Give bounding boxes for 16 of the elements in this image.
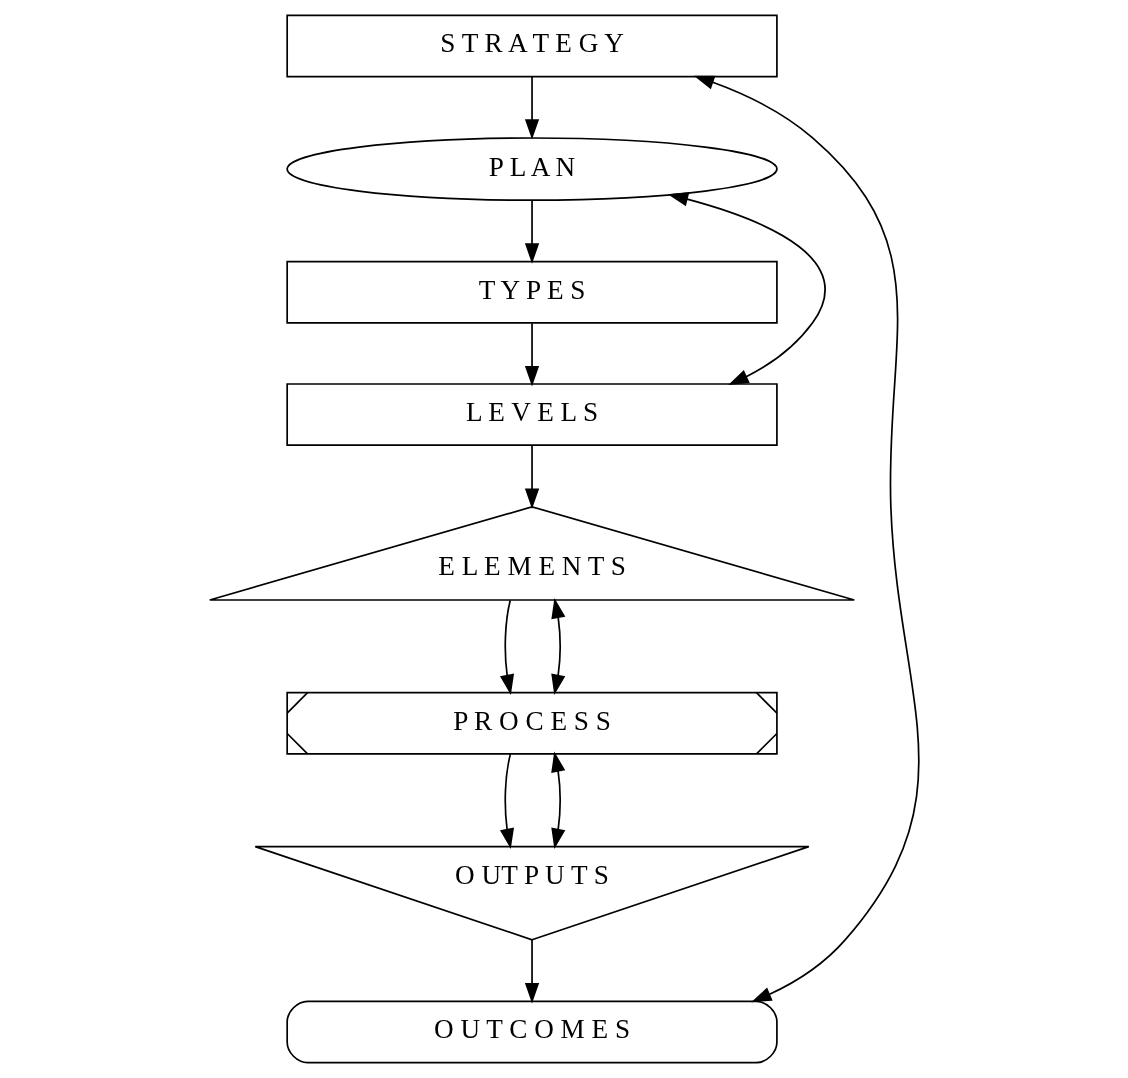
node-ellipse: P L A N bbox=[285, 137, 778, 201]
arrow bbox=[524, 199, 539, 264]
arrow bbox=[524, 75, 539, 140]
arrow bbox=[524, 939, 539, 1004]
arrow bbox=[550, 597, 565, 695]
arrow bbox=[524, 444, 539, 509]
node-box: T Y P E S bbox=[285, 260, 778, 324]
arrow bbox=[693, 75, 919, 1003]
arrow bbox=[499, 753, 514, 849]
node-box: S T R A T E G Y bbox=[285, 14, 778, 78]
arrow bbox=[499, 599, 514, 695]
arrow bbox=[550, 751, 565, 849]
node-box: O U T C O M E S bbox=[285, 1000, 778, 1064]
node-box: L E V E L S bbox=[285, 383, 778, 447]
arrow bbox=[524, 322, 539, 387]
arrow bbox=[667, 192, 826, 386]
